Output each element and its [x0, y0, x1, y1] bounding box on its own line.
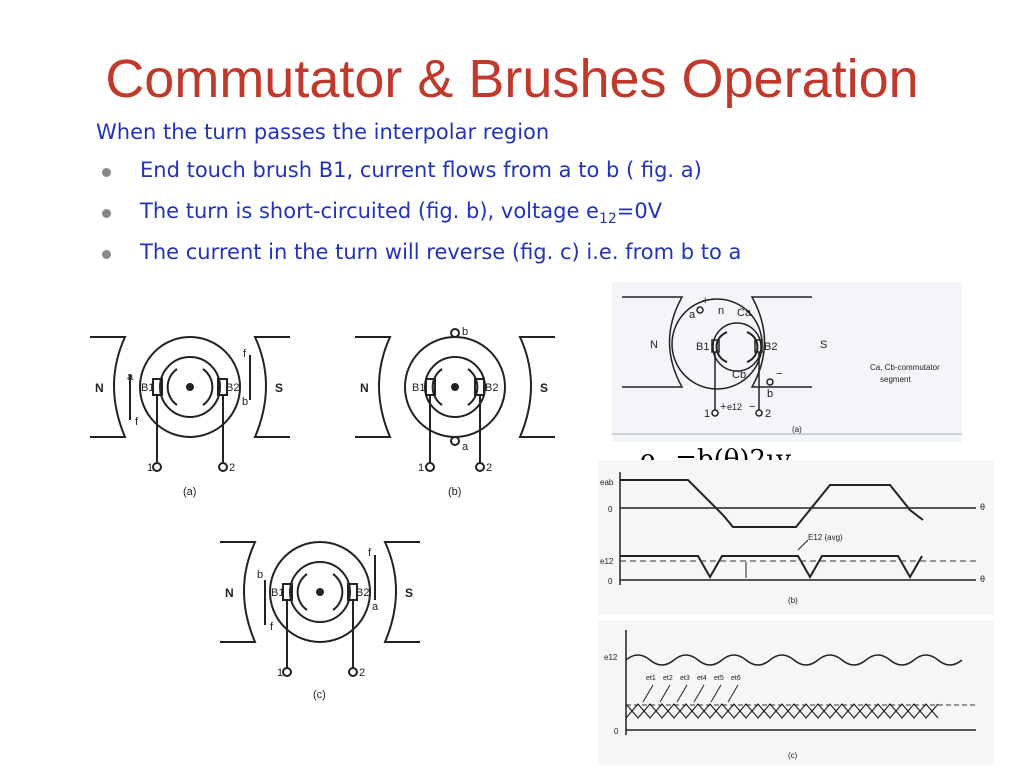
brush-b2-label: B2 [764, 341, 777, 353]
terminal-a-label: a [689, 309, 696, 321]
force-label: f [135, 416, 139, 428]
graph-caption: (c) [788, 751, 798, 760]
minus-label: − [749, 401, 755, 413]
force-label: f [243, 348, 247, 360]
terminal-1-label: 1 [277, 667, 283, 679]
terminal-a-label: a [372, 601, 379, 613]
brush-b2-label: B2 [356, 587, 369, 599]
pole-n-label: N [225, 586, 234, 600]
bullet-item: The current in the turn will reverse (fi… [100, 240, 741, 281]
legend-line-2: segment [880, 375, 911, 384]
et-label: et4 [697, 675, 707, 682]
et-label: et3 [680, 675, 690, 682]
terminal-b-label: b [462, 326, 468, 338]
terminal-1-label: 1 [704, 408, 710, 420]
terminal-2-label: 2 [765, 408, 771, 420]
force-label: f [368, 547, 372, 559]
et-label: et2 [663, 675, 673, 682]
terminal-a-label: a [127, 371, 134, 383]
et-label: et5 [714, 675, 724, 682]
brush-b1-label: B1 [141, 382, 154, 394]
terminal-1-label: 1 [147, 462, 153, 474]
theta-label: θ [980, 574, 985, 584]
terminal-b-label: b [257, 569, 263, 581]
eab-axis-label: eab [600, 478, 614, 487]
segment-ca-label: Ca [737, 307, 752, 319]
bullet-subscript: 12 [598, 211, 617, 228]
zero-label: 0 [608, 577, 613, 586]
e12-axis-label: e12 [600, 557, 614, 566]
plus-label: + [720, 401, 726, 413]
theta-label: θ [980, 502, 985, 512]
brush-b1-label: B1 [271, 587, 284, 599]
graph-caption: (b) [788, 596, 798, 605]
pole-s-label: S [275, 381, 283, 395]
brush-b1-label: B1 [412, 382, 425, 394]
figure-caption: (a) [792, 425, 802, 434]
n-label: n [718, 305, 724, 317]
plus-label: + [702, 295, 708, 307]
terminal-2-label: 2 [486, 462, 492, 474]
pole-n-label: N [650, 339, 658, 351]
figure-a: N S B1 B2 a b f f 1 2 (a) [90, 336, 290, 498]
et-label: et1 [646, 675, 656, 682]
brush-b2-label: B2 [485, 382, 498, 394]
bullet-text-end: =0V [616, 199, 663, 223]
bullet-list: End touch brush B1, current flows from a… [100, 158, 741, 281]
zero-label: 0 [608, 505, 613, 514]
segment-cb-label: Cb [732, 369, 746, 381]
figure-caption: (c) [313, 689, 326, 701]
pole-s-label: S [540, 381, 548, 395]
terminal-2-label: 2 [229, 462, 235, 474]
waveform-graph-b: eab 0 e12 0 θ θ E12 (avg) (b) [598, 460, 994, 615]
terminal-1-label: 1 [418, 462, 424, 474]
brush-b2-label: B2 [226, 382, 239, 394]
terminal-2-label: 2 [359, 667, 365, 679]
bullet-icon [102, 209, 111, 218]
zero-label: 0 [614, 727, 619, 736]
terminal-a-label: a [462, 441, 469, 453]
bullet-icon [102, 250, 111, 259]
legend-line-1: Ca, Cb-commutator [870, 363, 940, 372]
figure-b: N S B1 B2 b a 1 2 (b) [355, 326, 555, 498]
slide-subtitle: When the turn passes the interpolar regi… [96, 120, 550, 144]
slide-title: Commutator & Brushes Operation [105, 49, 919, 109]
waveform-graph-c: e12 0 et1 et2 et3 et4 et5 et6 (c) [598, 620, 994, 765]
terminal-b-label: b [242, 396, 248, 408]
force-label: f [270, 621, 274, 633]
brush-b1-label: B1 [696, 341, 709, 353]
terminal-b-label: b [767, 388, 773, 400]
pole-n-label: N [95, 381, 104, 395]
figure-caption: (b) [448, 486, 461, 498]
bullet-icon [102, 168, 111, 177]
bullet-item: The turn is short-circuited (fig. b), vo… [100, 199, 741, 240]
e12-axis-label: e12 [604, 653, 618, 662]
bullet-text: The current in the turn will reverse (fi… [140, 240, 742, 264]
bullet-text: End touch brush B1, current flows from a… [140, 158, 702, 182]
e12-label: e12 [727, 402, 742, 412]
bullet-text: The turn is short-circuited (fig. b), vo… [140, 199, 599, 223]
et-label: et6 [731, 675, 741, 682]
figure-caption: (a) [183, 486, 196, 498]
pole-n-label: N [360, 381, 369, 395]
pole-s-label: S [820, 339, 827, 351]
figure-c: N S B1 B2 b a f f 1 2 (c) [220, 541, 420, 701]
pole-s-label: S [405, 586, 413, 600]
bullet-item: End touch brush B1, current flows from a… [100, 158, 741, 199]
minus-label: − [776, 368, 782, 380]
average-label: E12 (avg) [808, 533, 843, 542]
figure-top-right: N S B1 B2 a b n Ca Cb + − + − e12 1 2 Ca… [612, 282, 962, 442]
